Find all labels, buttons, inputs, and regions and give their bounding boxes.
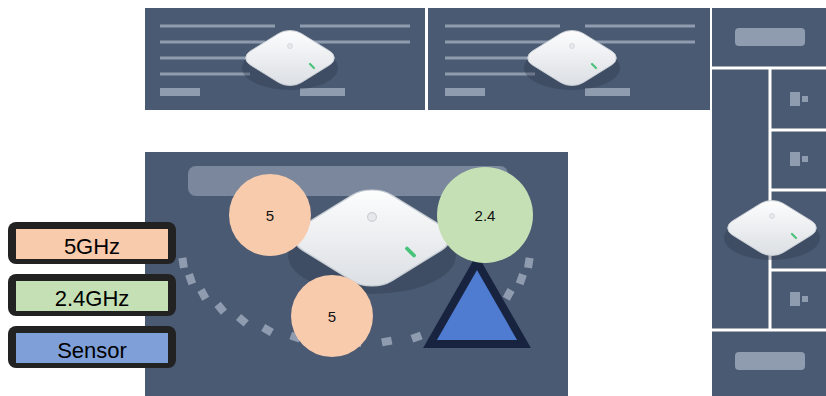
access-point — [239, 26, 341, 90]
legend-item: Sensor — [8, 326, 176, 368]
access-point — [721, 196, 823, 260]
band-circle: 2.4 — [437, 167, 533, 263]
band-label: 5 — [328, 308, 336, 325]
access-point — [521, 26, 623, 90]
room-panel — [712, 8, 826, 396]
legend-label: 2.4GHz — [16, 281, 168, 311]
band-label: 2.4 — [475, 207, 496, 224]
band-label: 5 — [266, 207, 274, 224]
room-panel — [145, 8, 425, 110]
room-walls — [712, 68, 826, 330]
legend-item: 2.4GHz — [8, 274, 176, 316]
legend-label: Sensor — [16, 333, 168, 363]
legend-label: 5GHz — [16, 229, 168, 259]
legend-item: 5GHz — [8, 222, 176, 264]
access-point — [283, 183, 461, 294]
sensor-triangle — [430, 262, 524, 344]
room-panel — [428, 8, 710, 110]
room-furniture — [735, 28, 808, 370]
room-panel — [145, 152, 568, 396]
band-circle: 5 — [229, 174, 311, 256]
band-circle: 5 — [291, 275, 373, 357]
